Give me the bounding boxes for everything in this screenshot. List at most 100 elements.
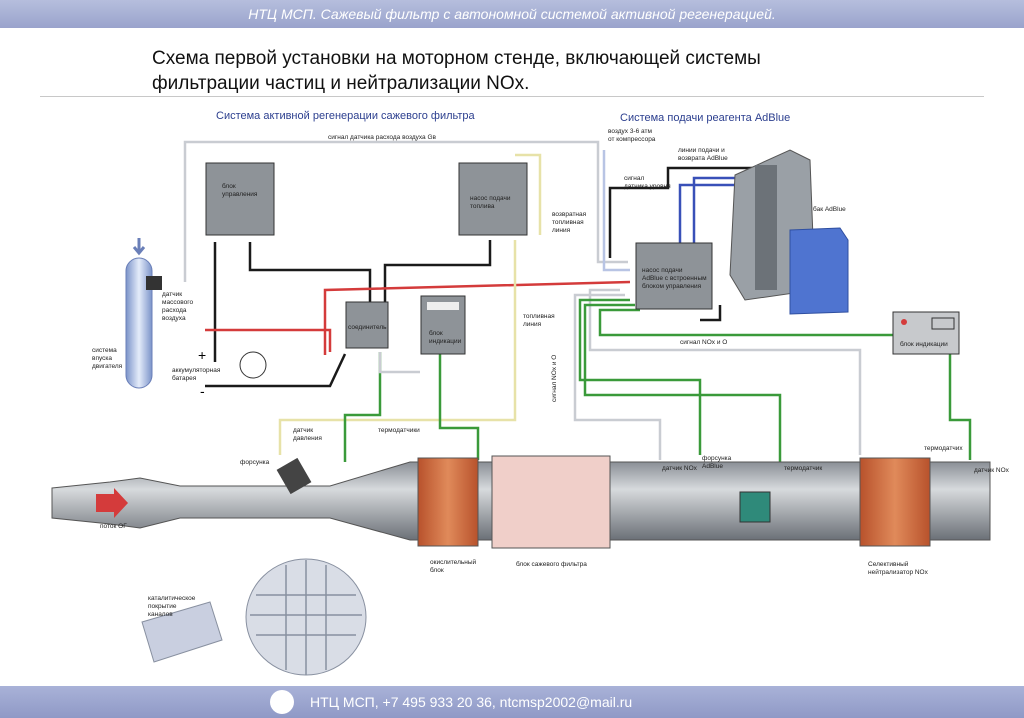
thermo-top-wire-2 — [438, 352, 480, 460]
header-text: НТЦ МСП. Сажевый фильтр с автономной сис… — [248, 6, 776, 22]
label-nox-mid: датчик NOx — [662, 465, 698, 472]
level-signal-wire — [608, 166, 760, 258]
indicator-wire — [378, 352, 420, 374]
nox-signal-wire — [588, 288, 862, 455]
label-thermo-right: термодатчих — [924, 445, 963, 452]
indicator-right-label: блок индикации — [900, 340, 948, 348]
label-injector-left: форсунка — [240, 459, 270, 466]
fuel-pump-wire — [383, 240, 492, 302]
label-scr-1: Селективный — [868, 560, 909, 568]
connector-box — [345, 301, 389, 349]
label-oxidation-1: окислительный — [430, 558, 477, 566]
label-return-1: возвратная — [552, 211, 587, 218]
label-air-supply-2: от компрессора — [608, 136, 656, 143]
intake-arrow — [132, 238, 146, 256]
adblue-canister — [789, 227, 849, 315]
label-supply-lines-2: возврата AdBlue — [678, 155, 728, 162]
label-oxidation-2: блок — [430, 566, 444, 574]
fuel-pump-label-2: топлива — [470, 203, 495, 210]
section-right-title: Система подачи реагента AdBlue — [620, 112, 790, 124]
label-battery-1: аккумуляторная — [172, 367, 221, 374]
label-soot-filter: блок сажевого фильтра — [516, 560, 587, 568]
label-coating-2: покрытие — [148, 603, 177, 610]
label-nox-right: датчик NOx — [974, 467, 1010, 474]
title-divider — [40, 96, 984, 97]
label-pressure-2: давления — [293, 435, 322, 442]
pump-ground — [700, 305, 722, 322]
power-wire — [323, 280, 631, 355]
label-level-2: датчика уровня — [624, 183, 671, 190]
indicator-screen — [931, 317, 955, 330]
label-return-2: топливная — [552, 219, 584, 226]
label-intake-1: система — [92, 347, 117, 354]
adblue-pump-label-2: AdBlue с встроенным — [642, 275, 707, 282]
footer-bar: НТЦ МСП, +7 495 933 20 36, ntcmsp2002@ma… — [0, 686, 1024, 718]
control-unit-label-2: управления — [222, 191, 258, 198]
injector-wire — [578, 298, 702, 455]
label-nox-signal-vertical: сигнал NOx и O — [551, 355, 558, 402]
label-nox-signal: сигнал NOx и O — [680, 339, 727, 346]
connector-label: соединитель — [348, 324, 387, 331]
indicator-label-1: блок — [429, 329, 443, 337]
air-signal-wire — [183, 140, 628, 282]
battery-plus-wire — [205, 328, 332, 352]
thermo-top-wire — [343, 352, 382, 462]
label-thermo-mid: термодатчик — [784, 465, 822, 472]
label-coating-1: каталитическое — [148, 595, 196, 602]
control-unit-wire — [248, 242, 372, 302]
system-diagram: Система активной регенерации сажевого фи… — [51, 110, 1010, 676]
adblue-pump-label-3: блоком управления — [642, 282, 702, 290]
battery-minus-wire — [205, 353, 347, 388]
exhaust-system — [51, 455, 991, 549]
label-intake-3: двигателя — [92, 363, 123, 370]
adblue-tank-label: бак AdBlue — [813, 205, 846, 213]
battery-minus: - — [200, 383, 205, 399]
label-air-signal: сигнал датчика расхода воздуха Gв — [328, 134, 437, 141]
channel-section — [141, 601, 223, 663]
wiring — [183, 140, 972, 465]
nox-signal-wire-2 — [573, 293, 662, 460]
control-unit — [205, 162, 275, 236]
scr-core — [859, 457, 931, 547]
label-fuel-line-2: линия — [523, 321, 542, 328]
label-supply-lines-1: линии подачи и — [678, 147, 725, 154]
label-intake-2: впуска — [92, 355, 112, 362]
monolith-grid — [250, 560, 362, 675]
page-title: Схема первой установки на моторном стенд… — [152, 46, 932, 96]
label-return-3: линия — [552, 227, 571, 234]
section-left-title: Система активной регенерации сажевого фи… — [216, 110, 476, 122]
label-level-1: сигнал — [624, 175, 644, 182]
label-scr-2: нейтрализатор NOx — [868, 568, 929, 576]
indicator-display — [427, 302, 459, 310]
fuel-pump — [458, 162, 528, 236]
label-mass-1: датчик — [162, 291, 182, 298]
label-mass-4: воздуха — [162, 315, 186, 322]
battery-plus: + — [198, 347, 206, 363]
label-mass-3: расхода — [162, 307, 187, 314]
header-bar: НТЦ МСП. Сажевый фильтр с автономной сис… — [0, 0, 1024, 28]
fuel-line — [278, 240, 517, 455]
adblue-level-sensor — [755, 165, 777, 290]
fuel-pump-label-1: насос подачи — [470, 195, 511, 202]
title-line-2: фильтрации частиц и нейтрализации NOx. — [152, 73, 530, 94]
adblue-pump-label-1: насос подачи — [642, 267, 683, 274]
intake-tube — [125, 257, 153, 389]
thermo-mid-wire — [583, 303, 782, 465]
return-fuel-line — [515, 153, 542, 235]
indicator-led — [901, 319, 907, 325]
mixer — [739, 491, 771, 523]
label-injector-adblue-2: AdBlue — [702, 463, 723, 470]
label-exhaust-flow: поток ОГ — [100, 523, 127, 530]
mass-sensor — [146, 276, 162, 290]
label-injector-adblue-1: форсунка — [702, 455, 732, 462]
air-supply-line — [602, 150, 630, 272]
soot-filter-core — [491, 455, 611, 549]
control-unit-label-1: блок — [222, 182, 236, 190]
catalyst-illustration — [141, 558, 367, 676]
injector-left — [276, 457, 312, 495]
label-battery-2: батарея — [172, 374, 197, 382]
footer-text: НТЦ МСП, +7 495 933 20 36, ntcmsp2002@ma… — [310, 694, 633, 710]
title-line-1: Схема первой установки на моторном стенд… — [152, 48, 761, 69]
label-thermo-top: термодатчики — [378, 427, 420, 434]
label-coating-3: каналов — [148, 611, 173, 618]
